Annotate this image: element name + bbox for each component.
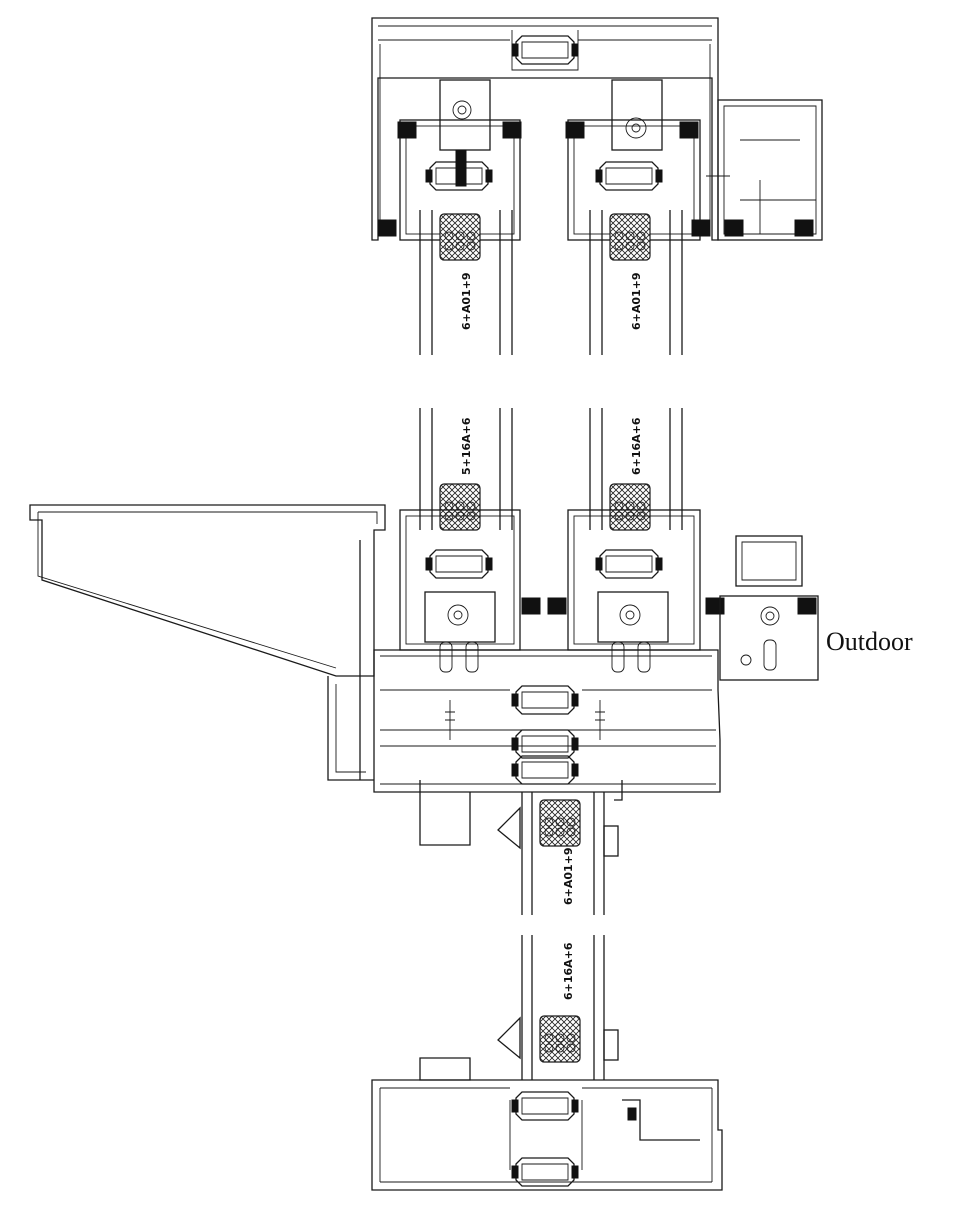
sill-transom-section — [29, 504, 819, 793]
lower-fixed-section: 6+A01+9 6+16A+6 — [371, 780, 723, 1191]
glass-label-mid-right: 6+16A+6 — [630, 417, 643, 475]
glass-label-mid-left: 5+16A+6 — [460, 417, 473, 475]
glass-label-bottom-upper: 6+A01+9 — [562, 847, 575, 905]
glass-label-top-left: 6+A01+9 — [460, 272, 473, 330]
glass-label-top-right: 6+A01+9 — [630, 272, 643, 330]
head-frame-section — [371, 17, 823, 241]
glass-label-bottom-lower: 6+16A+6 — [562, 942, 575, 1000]
outdoor-label: Outdoor — [826, 627, 913, 656]
top-glass-units: 6+A01+9 6+A01+9 — [419, 210, 683, 355]
mid-glass-units: 5+16A+6 6+16A+6 — [419, 408, 683, 531]
